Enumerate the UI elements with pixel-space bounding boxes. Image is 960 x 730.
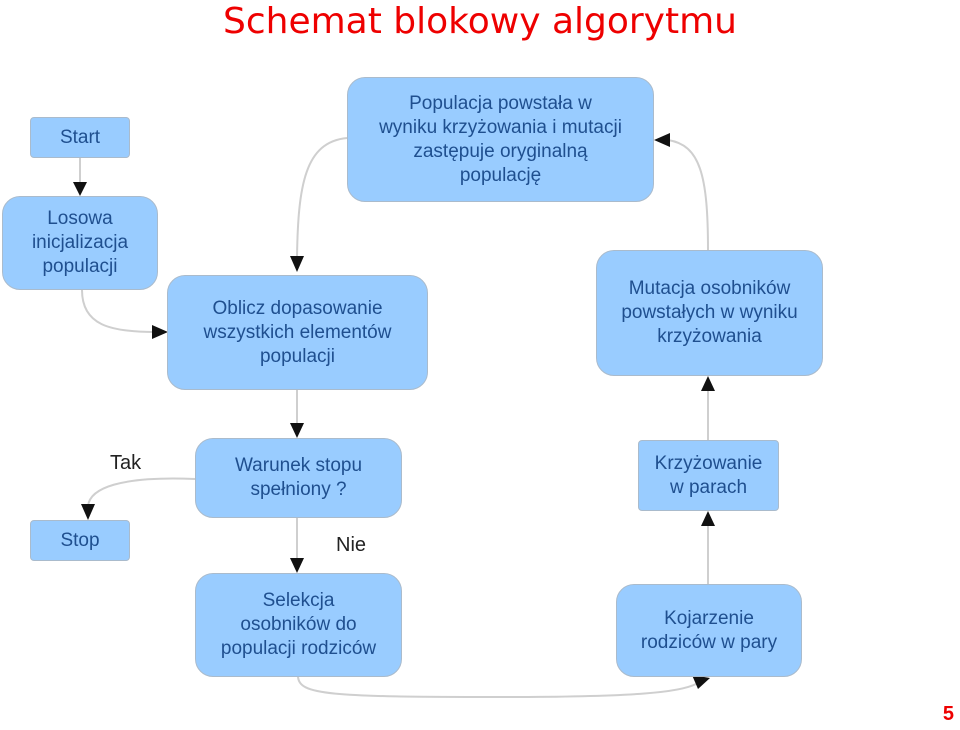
node-random-initialization: Losowa inicjalizacja populacji <box>2 196 158 290</box>
node-crossover: Krzyżowanie w parach <box>638 440 779 511</box>
node-start: Start <box>30 117 130 158</box>
edge-condition-to-selection <box>290 517 304 573</box>
node-parent-pairing: Kojarzenie rodziców w pary <box>616 584 802 677</box>
edge-label-no: Nie <box>336 534 367 556</box>
node-stop: Stop <box>30 520 130 561</box>
diagram-title: Schemat blokowy algorytmu <box>222 1 737 42</box>
node-population-replacement: Populacja powstała w wyniku krzyżowania … <box>347 77 654 202</box>
node-mutation: Mutacja osobników powstałych w wyniku kr… <box>596 250 823 376</box>
edge-mutation-to-replace <box>654 133 709 251</box>
edge-label-yes: Tak <box>110 452 142 474</box>
edge-start-to-init <box>73 158 87 196</box>
edge-init-to-fitness <box>81 289 168 339</box>
node-stop-condition: Warunek stopu spełniony ? <box>195 438 402 518</box>
node-selection: Selekcja osobników do populacji rodziców <box>195 573 402 677</box>
edge-fitness-to-condition <box>290 390 304 438</box>
edge-condition-to-stop <box>81 477 196 520</box>
edge-replace-to-fitness <box>290 137 348 272</box>
node-compute-fitness: Oblicz dopasowanie wszystkich elementów … <box>167 275 428 390</box>
edge-pairing-to-crossover <box>701 511 715 584</box>
edge-selection-to-pairing <box>297 675 710 699</box>
edge-crossover-to-mutation <box>701 376 715 440</box>
page-number: 5 <box>942 703 954 725</box>
